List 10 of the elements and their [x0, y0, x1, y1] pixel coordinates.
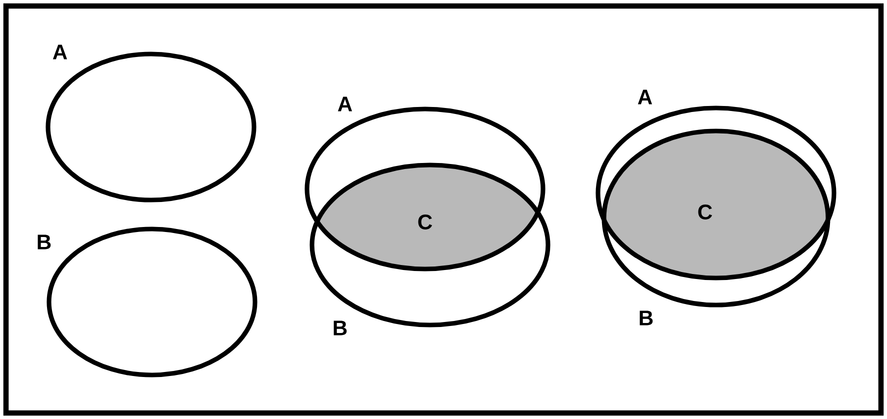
set-label: A: [52, 44, 68, 60]
set-label: B: [640, 310, 653, 326]
set-label: B: [334, 320, 347, 336]
ellipse: [602, 128, 830, 308]
set-label: A: [338, 96, 352, 112]
overlap-region: C: [312, 165, 543, 269]
ellipse: [596, 106, 836, 280]
overlap-region: C: [604, 130, 828, 278]
set-label: B: [38, 234, 51, 250]
set-label: A: [638, 90, 652, 104]
